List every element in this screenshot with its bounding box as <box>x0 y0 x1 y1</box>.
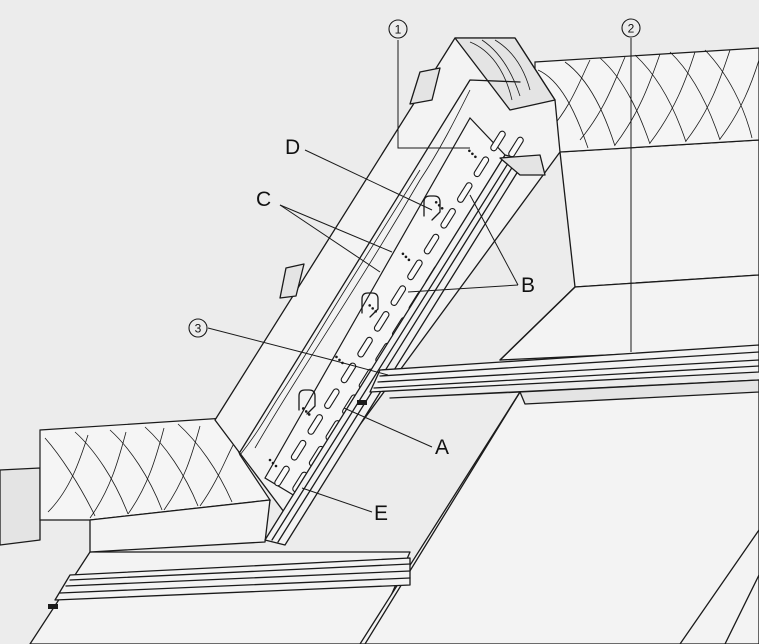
label-e: E <box>374 502 388 525</box>
hook-fastener <box>361 292 379 318</box>
plate-slot <box>490 130 506 152</box>
letter-labels: D C B A E <box>256 136 535 525</box>
plate-hole <box>338 358 341 362</box>
plate-slot <box>407 259 423 281</box>
plate-slot <box>423 233 440 255</box>
plate-slot <box>290 439 307 461</box>
plate-hole <box>474 155 477 159</box>
upper-right-panel <box>499 139 759 361</box>
plate-slot <box>357 336 373 358</box>
plate-hole <box>304 410 308 413</box>
hook-fastener <box>423 195 441 221</box>
lower-insulation <box>0 417 272 553</box>
svg-text:1: 1 <box>395 23 402 37</box>
plate-slot <box>473 156 490 178</box>
plate-hole <box>274 464 278 468</box>
horizontal-rails <box>48 344 759 609</box>
svg-text:2: 2 <box>628 22 635 36</box>
plate-slot <box>456 182 473 203</box>
plate-slot <box>340 362 357 384</box>
hook-fastener <box>298 389 316 415</box>
label-a: A <box>435 436 449 459</box>
plate-hole <box>471 152 474 156</box>
plate-hole <box>371 307 374 310</box>
plate-hole <box>268 458 272 462</box>
plate-hole <box>271 461 275 465</box>
plate-slot <box>274 465 290 487</box>
callout-3: 3 <box>188 318 208 338</box>
plate-hole <box>404 255 408 259</box>
svg-text:3: 3 <box>195 322 202 336</box>
plate-slot <box>440 207 456 229</box>
plate-hole <box>301 407 305 410</box>
label-d: D <box>285 136 300 159</box>
plate-slot <box>307 414 324 435</box>
plate-hole <box>440 207 444 210</box>
plate-hole <box>468 149 471 153</box>
plate-hole <box>401 252 405 256</box>
plate-hole <box>368 304 371 307</box>
plate-slot <box>373 311 390 332</box>
callout-2: 2 <box>621 18 641 38</box>
rafter-rail <box>264 154 546 546</box>
numbered-callouts: 1 2 3 <box>188 18 641 338</box>
plate-hole <box>434 201 438 204</box>
callout-1: 1 <box>388 19 408 39</box>
plate-slot <box>390 285 407 306</box>
plate-hole <box>407 258 411 262</box>
label-b: B <box>521 274 535 297</box>
upper-insulation <box>534 47 759 153</box>
leader-lines <box>207 38 632 513</box>
plate-slot <box>324 388 340 410</box>
plate-hole <box>335 355 338 359</box>
label-c: C <box>256 188 271 211</box>
plate-hole <box>307 413 311 416</box>
